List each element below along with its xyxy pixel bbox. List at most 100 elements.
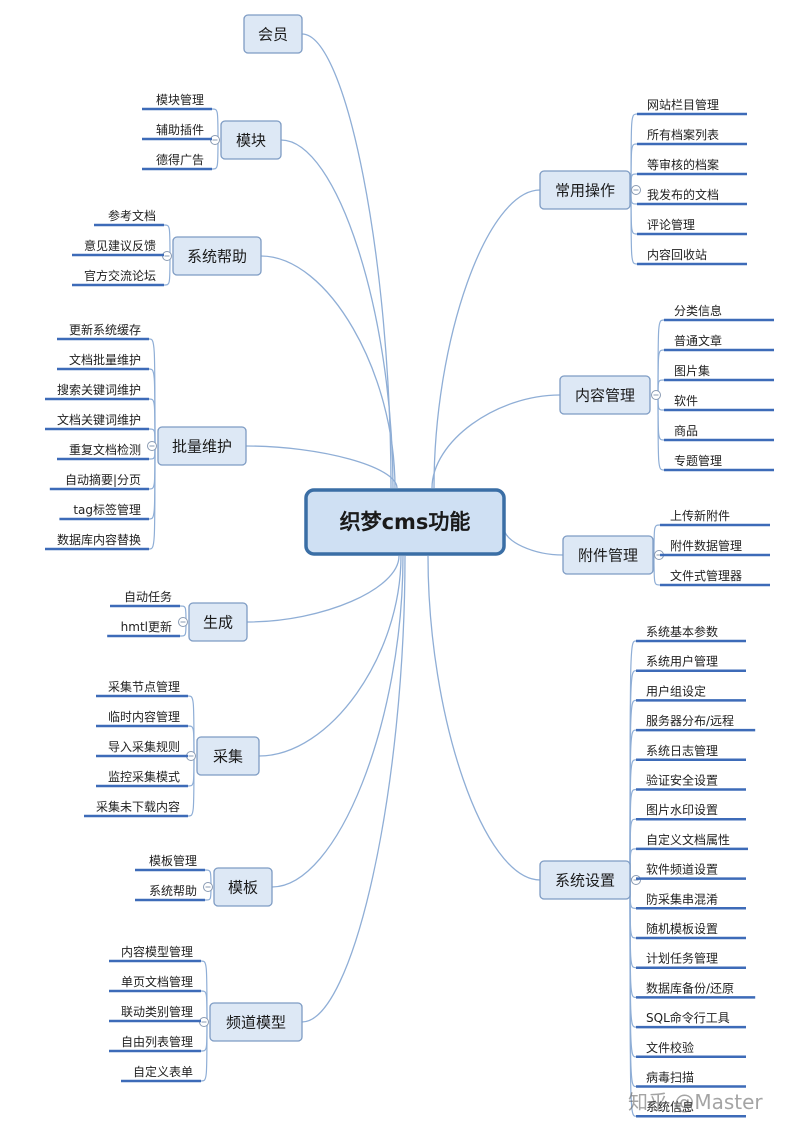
leaf-item-right-1-4[interactable]: 商品 — [664, 423, 774, 442]
leaf-label: 验证安全设置 — [646, 773, 718, 788]
bracket-arm — [163, 255, 171, 286]
collapse-toggle-left-3[interactable] — [147, 441, 157, 451]
leaf-item-right-0-4[interactable]: 评论管理 — [637, 217, 747, 236]
branch-node-right-2[interactable]: 附件管理 — [562, 535, 654, 575]
leaf-item-right-3-11[interactable]: 计划任务管理 — [636, 951, 746, 969]
leaf-item-right-3-3[interactable]: 服务器分布/远程 — [636, 713, 756, 732]
leaf-item-left-2-1[interactable]: 意见建议反馈 — [72, 238, 164, 257]
leaf-item-left-7-2[interactable]: 联动类别管理 — [109, 1004, 201, 1023]
branch-label: 附件管理 — [578, 547, 638, 565]
leaf-item-right-3-6[interactable]: 图片水印设置 — [636, 803, 746, 821]
leaf-item-left-1-2[interactable]: 德得广告 — [142, 152, 212, 171]
leaf-label: 病毒扫描 — [646, 1070, 694, 1085]
branch-node-right-3[interactable]: 系统设置 — [539, 860, 631, 900]
leaf-item-right-3-4[interactable]: 系统日志管理 — [636, 743, 746, 762]
branch-node-left-0[interactable]: 会员 — [243, 14, 303, 54]
branch-node-left-5[interactable]: 采集 — [196, 736, 260, 776]
leaf-item-right-0-3[interactable]: 我发布的文档 — [637, 187, 747, 206]
leaf-item-left-7-3[interactable]: 自由列表管理 — [109, 1034, 201, 1053]
leaf-item-left-5-1[interactable]: 临时内容管理 — [96, 709, 188, 728]
leaf-item-left-3-2[interactable]: 搜索关键词维护 — [45, 382, 149, 401]
leaf-item-left-4-0[interactable]: 自动任务 — [110, 589, 180, 608]
leaf-label: 内容模型管理 — [121, 944, 193, 959]
leaf-item-right-1-5[interactable]: 专题管理 — [664, 453, 774, 472]
leaf-label: 采集未下载内容 — [96, 799, 180, 814]
leaf-item-right-3-13[interactable]: SQL命令行工具 — [636, 1010, 746, 1029]
leaf-item-right-3-0[interactable]: 系统基本参数 — [636, 624, 746, 643]
leaf-item-right-3-16[interactable]: 系统信息 — [636, 1099, 746, 1118]
branch-box — [539, 170, 631, 210]
bracket-arm — [657, 349, 665, 396]
leaf-label: 德得广告 — [156, 152, 204, 167]
leaf-item-left-1-1[interactable]: 辅助插件 — [142, 123, 212, 141]
collapse-toggle-left-4[interactable] — [178, 617, 188, 627]
bracket-arm — [629, 879, 637, 998]
leaf-item-right-1-1[interactable]: 普通文章 — [664, 333, 774, 352]
leaf-item-right-1-3[interactable]: 软件 — [664, 394, 774, 412]
leaf-item-right-3-7[interactable]: 自定义文档属性 — [636, 832, 748, 851]
bracket-arm — [211, 139, 219, 170]
leaf-item-right-3-15[interactable]: 病毒扫描 — [636, 1070, 746, 1088]
collapse-toggle-right-1[interactable] — [651, 390, 661, 400]
branch-node-left-1[interactable]: 模块 — [220, 120, 282, 160]
leaf-item-right-3-2[interactable]: 用户组设定 — [636, 683, 746, 702]
collapse-toggle-right-0[interactable] — [631, 185, 641, 195]
leaf-item-left-3-7[interactable]: 数据库内容替换 — [45, 532, 149, 551]
leaf-item-right-0-1[interactable]: 所有档案列表 — [637, 127, 747, 146]
collapse-toggle-left-6[interactable] — [203, 882, 213, 892]
leaf-label: 我发布的文档 — [647, 187, 719, 202]
leaf-item-right-1-0[interactable]: 分类信息 — [664, 303, 774, 322]
branch-node-left-6[interactable]: 模板 — [213, 867, 273, 907]
collapse-toggle-left-1[interactable] — [210, 135, 220, 145]
leaf-item-left-3-4[interactable]: 重复文档检测 — [57, 442, 149, 461]
branch-node-left-2[interactable]: 系统帮助 — [172, 236, 262, 276]
leaf-item-left-6-0[interactable]: 模板管理 — [135, 853, 205, 872]
leaf-label: 参考文档 — [108, 208, 156, 223]
leaf-item-left-7-4[interactable]: 自定义表单 — [121, 1064, 201, 1083]
leaf-item-right-3-10[interactable]: 随机模板设置 — [636, 921, 746, 940]
leaf-item-right-3-14[interactable]: 文件校验 — [636, 1040, 746, 1059]
leaf-item-right-2-2[interactable]: 文件式管理器 — [660, 568, 770, 587]
collapse-toggle-right-3[interactable] — [631, 875, 641, 885]
branch-node-left-4[interactable]: 生成 — [188, 602, 248, 642]
leaf-item-left-3-1[interactable]: 文档批量维护 — [57, 352, 149, 371]
branch-node-right-1[interactable]: 内容管理 — [559, 375, 651, 415]
leaf-item-right-0-0[interactable]: 网站栏目管理 — [637, 97, 747, 116]
leaf-label: 用户组设定 — [646, 683, 706, 698]
leaf-item-left-3-6[interactable]: tag标签管理 — [59, 502, 149, 521]
leaf-item-left-5-0[interactable]: 采集节点管理 — [96, 679, 188, 698]
leaf-item-left-3-5[interactable]: 自动摘要|分页 — [49, 472, 149, 491]
leaf-label: 系统用户管理 — [646, 654, 718, 669]
branch-node-left-7[interactable]: 频道模型 — [209, 1002, 303, 1042]
leaf-item-left-7-0[interactable]: 内容模型管理 — [109, 944, 201, 963]
leaf-item-left-7-1[interactable]: 单页文档管理 — [109, 974, 201, 993]
leaf-label: 文档批量维护 — [69, 352, 141, 367]
branch-label: 生成 — [203, 614, 233, 632]
leaf-item-left-5-3[interactable]: 监控采集模式 — [96, 769, 188, 788]
leaf-item-left-3-0[interactable]: 更新系统缓存 — [57, 322, 149, 341]
bracket-arm — [630, 173, 638, 191]
leaf-item-right-0-5[interactable]: 内容回收站 — [637, 247, 747, 266]
leaf-item-right-3-9[interactable]: 防采集串混淆 — [636, 891, 746, 910]
leaf-item-right-1-2[interactable]: 图片集 — [664, 363, 774, 382]
leaf-item-left-5-2[interactable]: 导入采集规则 — [96, 739, 188, 758]
leaf-item-left-5-4[interactable]: 采集未下载内容 — [84, 799, 188, 818]
root-node[interactable]: 织梦cms功能 — [304, 488, 506, 556]
leaf-item-left-6-1[interactable]: 系统帮助 — [135, 884, 205, 902]
leaf-item-right-3-5[interactable]: 验证安全设置 — [636, 773, 746, 791]
bracket-arm — [200, 990, 208, 1023]
leaf-item-right-3-1[interactable]: 系统用户管理 — [636, 654, 746, 672]
leaf-item-right-2-0[interactable]: 上传新附件 — [660, 508, 770, 527]
leaf-item-left-1-0[interactable]: 模块管理 — [142, 92, 212, 111]
branch-node-left-3[interactable]: 批量维护 — [157, 426, 247, 466]
leaf-item-right-3-12[interactable]: 数据库备份/还原 — [636, 980, 756, 999]
leaf-item-left-2-0[interactable]: 参考文档 — [94, 208, 164, 227]
leaf-item-left-4-1[interactable]: hmtl更新 — [107, 619, 180, 638]
leaf-item-left-2-2[interactable]: 官方交流论坛 — [72, 268, 164, 287]
branch-node-right-0[interactable]: 常用操作 — [539, 170, 631, 210]
leaf-item-right-2-1[interactable]: 附件数据管理 — [660, 538, 770, 557]
leaf-item-right-0-2[interactable]: 等审核的档案 — [637, 157, 747, 176]
leaf-item-left-3-3[interactable]: 文档关键词维护 — [45, 412, 149, 431]
leaf-label: 系统帮助 — [149, 884, 197, 898]
leaf-item-right-3-8[interactable]: 软件频道设置 — [636, 863, 746, 880]
